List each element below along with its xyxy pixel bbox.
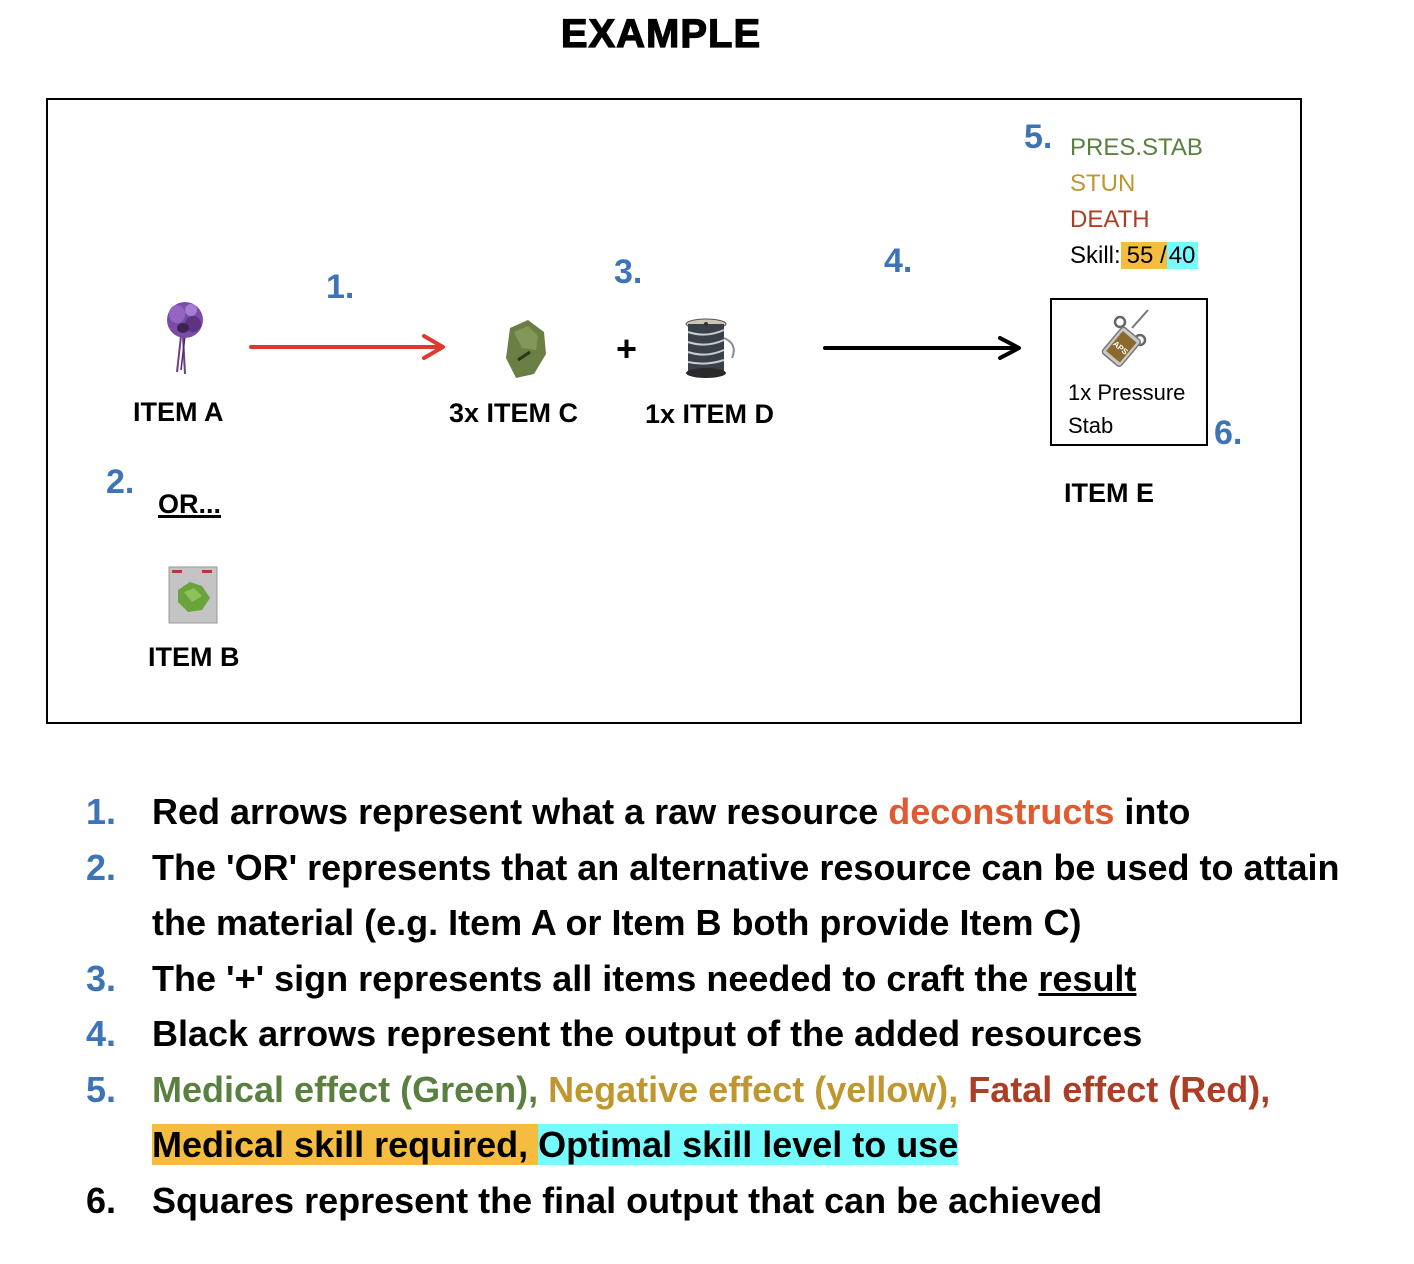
- item-a-label: ITEM A: [133, 397, 224, 427]
- page-title: EXAMPLE: [560, 11, 762, 56]
- legend-num-1: 1.: [86, 791, 117, 832]
- legend-num-3: 3.: [86, 957, 117, 999]
- effect-negative: STUN: [1070, 170, 1136, 197]
- legend-fatal-effect: Fatal effect (Red),: [968, 1068, 1271, 1110]
- item-e-label: ITEM E: [1064, 478, 1155, 508]
- packaged-herb-icon: [168, 566, 218, 624]
- red-arrow: [248, 332, 448, 360]
- marker-5: 5.: [1024, 118, 1053, 156]
- legend-text-4: Black arrows represent the output of the…: [152, 1013, 1143, 1054]
- legend-num-2: 2.: [86, 846, 117, 888]
- legend-text-6: Squares represent the final output that …: [152, 1179, 1103, 1221]
- legend-deconstructs: deconstructs: [888, 791, 1115, 832]
- output-box-text: 1x Pressure Stab: [1068, 376, 1185, 442]
- legend-skill-required: Medical skill required,: [152, 1124, 539, 1165]
- legend-result: result: [1038, 957, 1137, 999]
- legend-item-5: 5. Medical effect (Green), Negative effe…: [86, 1062, 1386, 1173]
- pressure-stab-syringe-icon: APS: [1098, 308, 1154, 374]
- legend-optimal-skill: Optimal skill level to use: [538, 1124, 959, 1165]
- output-line-2: Stab: [1068, 413, 1114, 438]
- legend-medical-effect: Medical effect (Green),: [152, 1068, 549, 1110]
- marker-4: 4.: [884, 242, 913, 280]
- legend-negative-effect: Negative effect (yellow),: [548, 1068, 969, 1110]
- thread-spool-icon: [682, 318, 742, 380]
- plus-sign: +: [616, 328, 638, 369]
- legend-item-4: 4. Black arrows represent the output of …: [86, 1006, 1386, 1062]
- legend-item-2: 2. The 'OR' represents that an alternati…: [86, 840, 1386, 951]
- legend-item-1: 1. Red arrows represent what a raw resou…: [86, 784, 1386, 840]
- effect-medical: PRES.STAB: [1070, 134, 1203, 161]
- marker-1: 1.: [326, 268, 355, 306]
- green-herb-icon: [500, 318, 550, 380]
- marker-2: 2.: [106, 463, 135, 501]
- item-b-label: ITEM B: [148, 642, 240, 672]
- item-d-label: 1x ITEM D: [645, 399, 775, 429]
- item-c-label: 3x ITEM C: [449, 398, 579, 428]
- legend-text-1a: Red arrows represent what a raw resource: [152, 791, 889, 832]
- example-diagram-frame: [46, 98, 1302, 724]
- legend-text-3a: The '+' sign represents all items needed…: [152, 957, 1039, 999]
- marker-6: 6.: [1214, 414, 1243, 452]
- legend-list: 1. Red arrows represent what a raw resou…: [86, 784, 1386, 1228]
- skill-label: Skill:: [1070, 242, 1121, 269]
- legend-num-5: 5.: [86, 1068, 117, 1110]
- or-label: OR...: [158, 489, 222, 519]
- legend-item-3: 3. The '+' sign represents all items nee…: [86, 951, 1386, 1007]
- output-line-1: 1x Pressure: [1068, 380, 1186, 405]
- legend-text-1c: into: [1114, 791, 1191, 832]
- legend-text-2: The 'OR' represents that an alternative …: [152, 846, 1340, 944]
- black-arrow: [822, 334, 1024, 362]
- legend-num-6: 6.: [86, 1179, 117, 1221]
- skill-row: Skill:55 /40: [1070, 238, 1199, 274]
- skill-optimal-value: 40: [1166, 242, 1199, 269]
- legend-num-4: 4.: [86, 1013, 117, 1054]
- marker-3: 3.: [614, 253, 643, 291]
- lavender-flower-icon: [155, 296, 211, 376]
- output-box: APS 1x Pressure Stab: [1050, 298, 1208, 446]
- effect-fatal: DEATH: [1070, 206, 1150, 233]
- skill-required-value: 55 /: [1120, 242, 1167, 269]
- legend-item-6: 6. Squares represent the final output th…: [86, 1173, 1386, 1229]
